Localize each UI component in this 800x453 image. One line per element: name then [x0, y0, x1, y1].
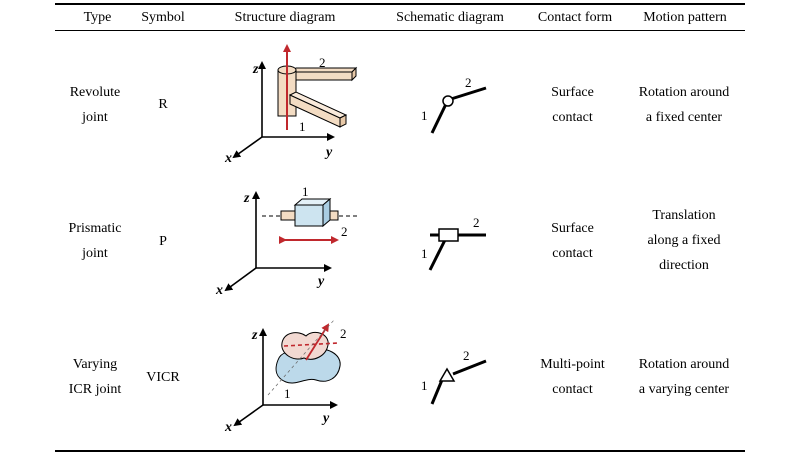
- revolute-axis-x-label: x: [224, 151, 232, 166]
- vicr-schematic-joint: [438, 367, 456, 382]
- row-revolute-contact: Surface contact: [551, 85, 594, 125]
- prismatic-schematic-slider: [438, 228, 459, 242]
- revolute-structure-label-1: 1: [299, 119, 306, 134]
- vicr-axes: [233, 328, 338, 427]
- vicr-axis-z-label: z: [251, 328, 258, 343]
- prismatic-structure-diagram: z y x 1 2: [215, 184, 360, 298]
- vicr-schematic-diagram: 1 2: [421, 348, 487, 405]
- prismatic-schematic-diagram: 1 2: [421, 215, 486, 271]
- row-prismatic-motion: Translation along a fixed direction: [647, 208, 721, 273]
- prismatic-structure-label-1: 1: [302, 184, 309, 199]
- vicr-schematic-link-2: [452, 359, 487, 376]
- prismatic-schematic-label-1: 1: [421, 246, 428, 261]
- revolute-link-2: [291, 71, 353, 81]
- header-contact-form: Contact form: [537, 10, 613, 25]
- vicr-contact-line: [283, 342, 339, 347]
- vicr-reference-line: [267, 319, 335, 396]
- table-top-rule: [55, 3, 745, 5]
- vicr-axis-x-label: x: [224, 420, 232, 435]
- row-revolute-symbol: R: [158, 97, 168, 112]
- revolute-schematic-joint: [442, 95, 454, 107]
- row-revolute-type: Revolute joint: [69, 85, 121, 125]
- prismatic-axis-x-label: x: [215, 283, 223, 298]
- header-motion-pattern: Motion pattern: [643, 10, 727, 25]
- prismatic-schematic-link-1: [428, 237, 448, 271]
- prismatic-axis-y-label: y: [316, 274, 325, 289]
- revolute-schematic-label-2: 2: [465, 75, 472, 90]
- row-vicr-contact: Multi-point contact: [540, 357, 605, 397]
- prismatic-structure-label-2: 2: [341, 224, 348, 239]
- revolute-structure-label-2: 2: [319, 55, 326, 70]
- row-prismatic-symbol: P: [159, 234, 167, 249]
- prismatic-pin-left: [280, 210, 296, 221]
- vicr-schematic-label-1: 1: [421, 378, 428, 393]
- vicr-axis-y-label: y: [321, 411, 330, 426]
- prismatic-schematic-label-2: 2: [473, 215, 480, 230]
- prismatic-axes: [224, 191, 332, 292]
- revolute-axis-y-label: y: [324, 145, 333, 160]
- vicr-schematic-link-1: [430, 379, 444, 405]
- header-schematic-diagram: Schematic diagram: [396, 10, 504, 25]
- vicr-schematic-label-2: 2: [463, 348, 470, 363]
- vicr-structure-label-1: 1: [284, 386, 291, 401]
- revolute-schematic-link-1: [430, 103, 448, 134]
- header-structure-diagram: Structure diagram: [234, 10, 336, 25]
- table-bottom-rule: [55, 450, 745, 452]
- vicr-upper-cam: [281, 331, 329, 360]
- table-header-rule: [55, 30, 745, 31]
- prismatic-axis-z-label: z: [243, 191, 250, 206]
- revolute-schematic-label-1: 1: [421, 108, 428, 123]
- revolute-axes: [232, 61, 335, 159]
- row-revolute-motion: Rotation around a fixed center: [638, 85, 730, 125]
- row-prismatic-type: Prismatic joint: [68, 221, 122, 261]
- revolute-structure-diagram: z y x 2 1: [224, 44, 358, 166]
- row-vicr-type: Varying ICR joint: [68, 357, 122, 397]
- header-symbol: Symbol: [141, 10, 185, 25]
- row-vicr-motion: Rotation around a varying center: [638, 357, 730, 397]
- header-type: Type: [83, 10, 112, 25]
- row-vicr-symbol: VICR: [146, 370, 180, 385]
- revolute-schematic-diagram: 1 2: [421, 75, 487, 134]
- row-prismatic-contact: Surface contact: [551, 221, 594, 261]
- revolute-axis-z-label: z: [252, 62, 259, 77]
- vicr-structure-diagram: z y x 2 1: [224, 319, 347, 435]
- prismatic-slider-block: [294, 204, 324, 227]
- vicr-structure-label-2: 2: [340, 326, 347, 341]
- revolute-schematic-link-2: [450, 86, 487, 101]
